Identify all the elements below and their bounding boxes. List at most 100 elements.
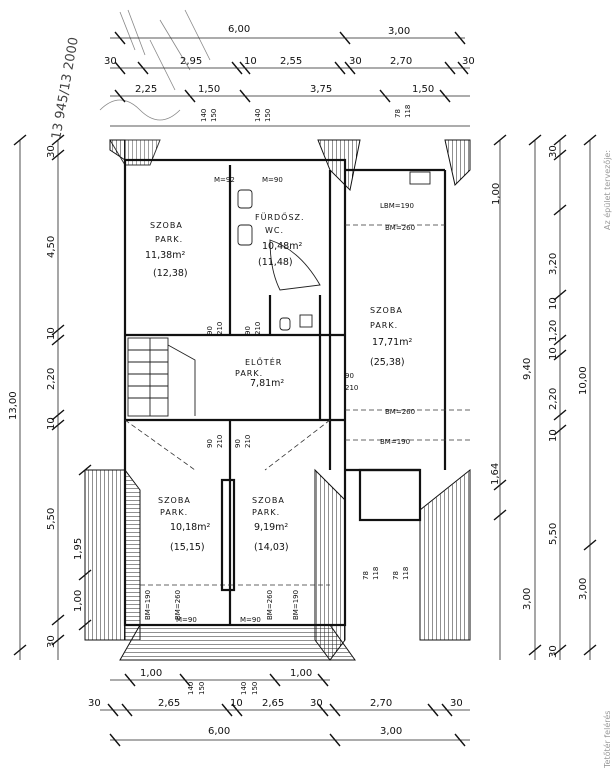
right-dim-inner-8: 5,50: [548, 523, 559, 545]
door-5: 210: [345, 384, 358, 392]
door-10: 78: [362, 571, 370, 580]
height-lbm190: LBM=190: [380, 202, 414, 210]
door-11: 118: [372, 567, 380, 580]
top-window-2: 140: [254, 109, 262, 122]
left-dim-seg-1: 4,50: [46, 236, 57, 258]
room-4-area: 7,81m²: [250, 378, 284, 389]
room-2-area: 10,48m²: [262, 241, 302, 252]
roof-eaves: [84, 139, 471, 661]
room-2-area2: (11,48): [258, 257, 293, 268]
room-5-name: SZOBA: [158, 496, 191, 505]
height-m90a: M=90: [262, 176, 283, 184]
top-dim-row2-3: 2,55: [280, 56, 302, 67]
left-dim-outer-0: 1,95: [73, 538, 84, 560]
right-window-0: 78: [392, 571, 400, 580]
right-dim-inner-9: 30: [548, 645, 559, 658]
room-1-name: SZOBA: [150, 221, 183, 230]
door-9: 210: [244, 435, 252, 448]
top-dim-row2-0: 30: [104, 56, 117, 67]
top-window-3: 150: [264, 109, 272, 122]
height-m92: M=92: [214, 176, 235, 184]
room-3-area: 17,71m²: [372, 337, 412, 348]
room-3-area2: (25,38): [370, 357, 405, 368]
bottom-dim-row2-2: 10: [230, 698, 243, 709]
right-dim-inner-7: 10: [548, 429, 559, 442]
right-dimension-lines: [493, 134, 597, 660]
height-bm260b: BM=260: [385, 408, 415, 416]
door-1: 210: [216, 322, 224, 335]
door-3: 210: [254, 322, 262, 335]
height-bm190c: BM=190: [144, 590, 152, 620]
top-window-1: 150: [210, 109, 218, 122]
room-1-sub: PARK.: [155, 235, 183, 244]
room-3-sub: PARK.: [370, 321, 398, 330]
floor-title: Tetőtér felérés: [602, 711, 612, 768]
door-8: 90: [234, 439, 242, 448]
bottom-window-0: 140: [187, 682, 195, 695]
top-dim-row1-0: 6,00: [228, 24, 250, 35]
right-dim-outer-1: 3,00: [578, 578, 589, 600]
door-7: 210: [216, 435, 224, 448]
right-dim-inner-3: 10: [548, 297, 559, 310]
bottom-dim-row3-1: 3,00: [380, 726, 402, 737]
left-dim-seg-6: 30: [46, 635, 57, 648]
room-2-sub: WC.: [265, 226, 284, 235]
room-1-area2: (12,38): [153, 268, 188, 279]
height-marks: M=92 M=90 LBM=190 BM=260 BM=260 BM=190 B…: [144, 176, 415, 624]
stamp-text: 13 945/13 2000: [49, 36, 82, 141]
height-m90c: M=90: [240, 616, 261, 624]
room-6-sub: PARK.: [252, 508, 280, 517]
left-dim-overall: 13,00: [8, 391, 19, 420]
bathroom-fixtures: [237, 171, 431, 331]
bottom-dim-row2-3: 2,65: [262, 698, 284, 709]
height-bm260d: BM=260: [266, 590, 274, 620]
left-dimension-lines: [13, 134, 92, 660]
door-4: 90: [345, 372, 354, 380]
door-0: 90: [206, 326, 214, 335]
stamp-marks: 13 945/13 2000: [49, 36, 82, 141]
designer-label: Az épület tervezője:: [602, 150, 612, 230]
right-dim-inner-2: 3,20: [548, 253, 559, 275]
height-bm260c: BM=260: [174, 590, 182, 620]
bottom-dim-row3-0: 6,00: [208, 726, 230, 737]
room-6-name: SZOBA: [252, 496, 285, 505]
room-3-name: SZOBA: [370, 306, 403, 315]
left-dim-seg-4: 10: [46, 417, 57, 430]
top-dim-row2-2: 10: [244, 56, 257, 67]
door-6: 90: [206, 439, 214, 448]
left-dim-seg-5: 5,50: [46, 508, 57, 530]
right-dim-inner-1: 1,00: [491, 183, 502, 205]
top-window-4: 78: [394, 109, 402, 118]
top-dim-row3-1: 1,50: [198, 84, 220, 95]
height-bm190b: BM=190: [380, 438, 410, 446]
room-4-name: ELŐTÉR: [245, 356, 282, 367]
left-dim-seg-3: 2,20: [46, 368, 57, 390]
top-dim-row3-2: 3,75: [310, 84, 332, 95]
bottom-window-1: 150: [198, 682, 206, 695]
top-dim-row2-1: 2,95: [180, 56, 202, 67]
top-dimension-lines: [110, 31, 470, 127]
top-window-5: 118: [404, 105, 412, 118]
left-dim-seg-2: 10: [46, 327, 57, 340]
top-dim-row1-1: 3,00: [388, 26, 410, 37]
height-bm260a: BM=260: [385, 224, 415, 232]
room-5-area: 10,18m²: [170, 522, 210, 533]
right-dim-mid-0: 9,40: [522, 358, 533, 380]
room-5-sub: PARK.: [160, 508, 188, 517]
right-dim-inner-5: 10: [548, 347, 559, 360]
top-dim-row2-6: 30: [462, 56, 475, 67]
bottom-dim-row2-4: 30: [310, 698, 323, 709]
top-dim-row2-5: 2,70: [390, 56, 412, 67]
room-labels: SZOBA PARK. 11,38m² (12,38) FÜRDŐSZ. WC.…: [145, 212, 412, 553]
door-2: 90: [244, 326, 252, 335]
right-dim-mid-2: 1,64: [490, 463, 501, 485]
bottom-window-2: 140: [240, 682, 248, 695]
bottom-dim-row2-6: 30: [450, 698, 463, 709]
left-dim-seg-0: 30: [46, 145, 57, 158]
top-dim-row2-4: 30: [349, 56, 362, 67]
roof-slope-lines: [124, 224, 470, 586]
bottom-dimension-lines: [100, 673, 470, 747]
room-2-name: FÜRDŐSZ.: [255, 212, 305, 222]
room-4-sub: PARK.: [235, 369, 263, 378]
